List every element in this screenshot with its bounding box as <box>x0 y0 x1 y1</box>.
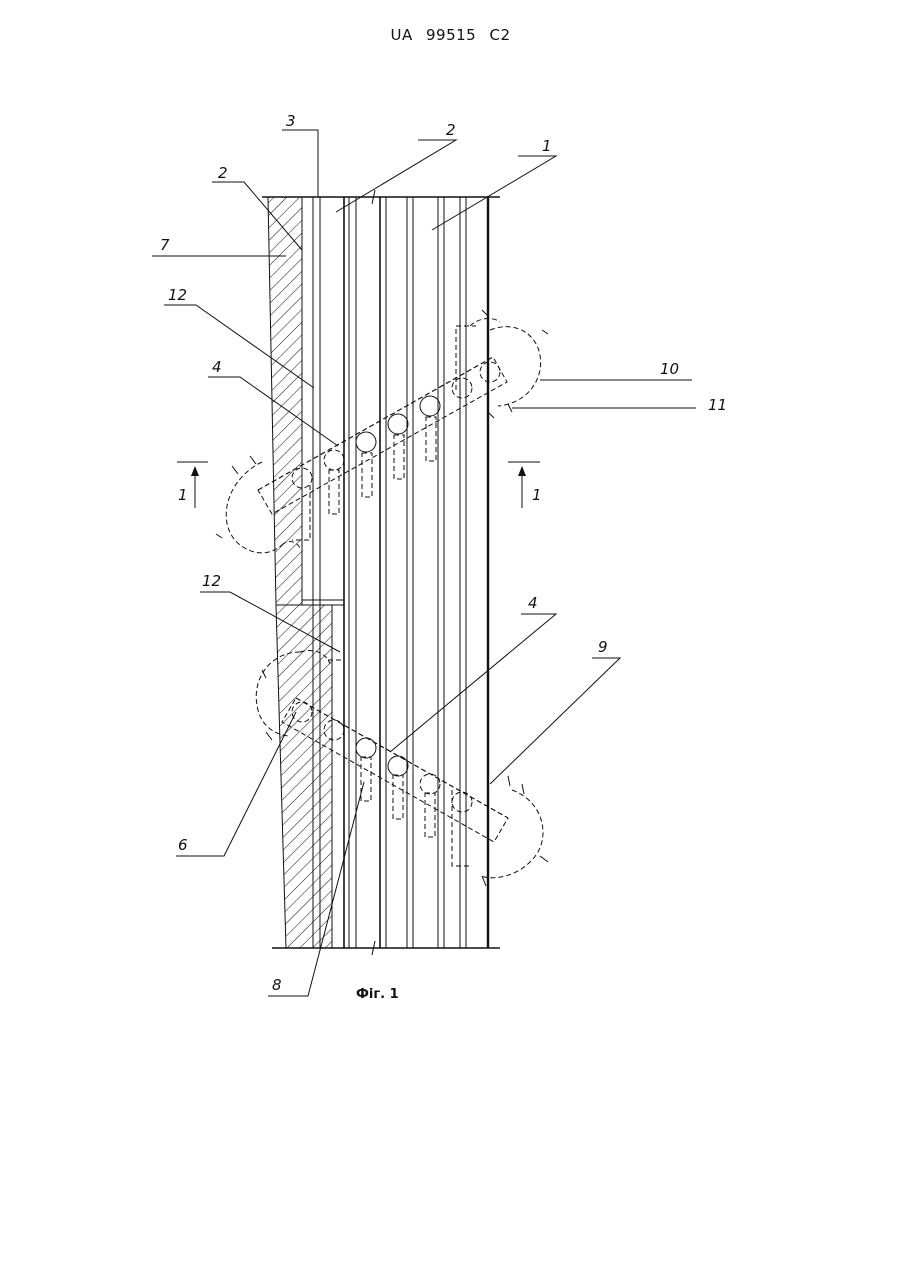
hatched-wall-lower <box>276 605 332 948</box>
anchor-pin <box>361 757 371 801</box>
label-7: 7 <box>160 236 170 254</box>
label-9: 9 <box>598 638 608 656</box>
anchor-pin <box>329 470 339 514</box>
label-6: 6 <box>178 836 188 854</box>
label-3: 3 <box>286 112 296 130</box>
anchor-pin <box>393 775 403 819</box>
label-2-top: 2 <box>446 121 456 139</box>
figure-caption: Фіг. 1 <box>356 987 399 1002</box>
label-12-lower: 12 <box>202 572 221 590</box>
anchor-ball <box>388 756 408 776</box>
anchor-pin <box>425 793 435 837</box>
anchor-pin <box>426 417 436 461</box>
label-2-left: 2 <box>218 164 228 182</box>
anchor-ball <box>452 792 472 812</box>
label-11: 11 <box>708 396 727 414</box>
leader-lines <box>152 130 696 996</box>
lower-anchor-right-bulb <box>480 790 543 878</box>
anchor-pin <box>394 435 404 479</box>
label-12-upper: 12 <box>168 286 187 304</box>
label-4-lower: 4 <box>528 594 538 612</box>
anchor-ball <box>356 738 376 758</box>
label-10: 10 <box>660 360 679 378</box>
anchor-ball <box>420 396 440 416</box>
label-4-upper: 4 <box>212 358 222 376</box>
upper-anchor-right-bulb <box>490 327 541 406</box>
anchor-pin <box>362 453 372 497</box>
label-8: 8 <box>272 976 282 994</box>
anchor-ball <box>356 432 376 452</box>
section-label-left: 1 <box>178 486 188 504</box>
anchor-ball <box>420 774 440 794</box>
anchor-ball <box>324 450 344 470</box>
anchor-ball <box>480 362 500 382</box>
anchor-ball <box>388 414 408 434</box>
upper-anchor <box>216 310 548 553</box>
anchor-ball <box>452 378 472 398</box>
label-1: 1 <box>542 137 552 155</box>
section-label-right: 1 <box>532 486 542 504</box>
